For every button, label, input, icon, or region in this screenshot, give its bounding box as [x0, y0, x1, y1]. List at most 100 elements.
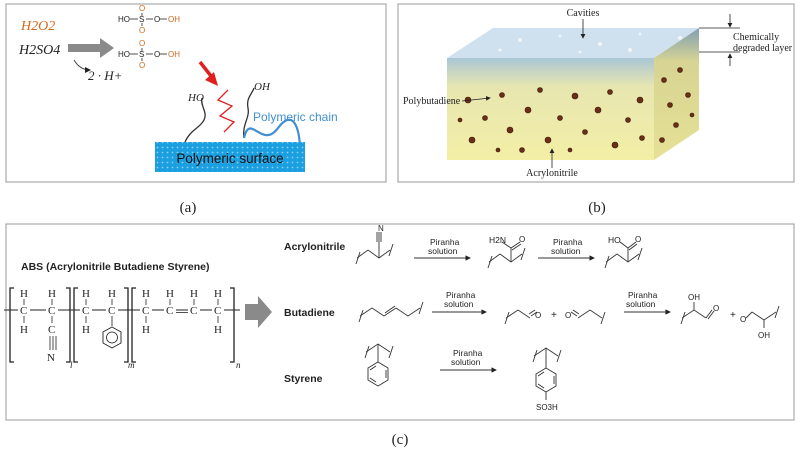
sty-arrow1-line2: solution [451, 357, 481, 367]
sulfonate-label: SO3H [536, 403, 558, 412]
buta-arrow2-line1: Piranha [628, 290, 658, 300]
svg-text:C: C [214, 305, 221, 317]
svg-text:O: O [535, 311, 541, 320]
acry-arrow2-line1: Piranha [553, 237, 583, 247]
sty-arrow1-line1: Piranha [453, 348, 483, 358]
acry-arrow1-line2: solution [428, 246, 458, 256]
svg-text:H: H [166, 288, 174, 300]
acid-ho-label: HO [608, 235, 621, 245]
svg-text:C: C [48, 324, 55, 336]
svg-text:m: m [128, 360, 135, 370]
svg-text:O: O [139, 39, 145, 48]
attack-arrow-head [205, 72, 218, 86]
row-acrylonitrile-label: Acrylonitrile [284, 241, 345, 253]
polybutadiene-pointer [461, 96, 491, 102]
buta-plus-2: + [730, 310, 736, 321]
panel-a: H2O2 H2SO4 2 · H+ HO S O O O OH HO S O O [5, 3, 387, 183]
caption-c: (c) [392, 432, 409, 448]
buta-arrow2-line2: solution [626, 299, 656, 309]
svg-text:OH: OH [168, 15, 180, 24]
byproduct-arrow [73, 59, 91, 73]
svg-text:H: H [190, 288, 198, 300]
svg-text:O: O [139, 26, 145, 35]
polymeric-chain-line [242, 118, 302, 146]
svg-text:C: C [48, 305, 55, 317]
svg-text:C: C [142, 305, 149, 317]
acrylonitrile-n-label: N [378, 224, 384, 233]
block-front [447, 58, 654, 160]
svg-text:OH: OH [168, 50, 180, 59]
polymeric-surface-label: Polymeric surface [176, 151, 283, 166]
svg-text:C: C [108, 305, 115, 317]
svg-text:C: C [82, 305, 89, 317]
svg-text:O: O [139, 4, 145, 13]
ho-label: HO [187, 92, 204, 104]
svg-text:l: l [70, 360, 73, 370]
persulfuric-molecule-1: HO S O O O OH [118, 4, 180, 35]
row-butadiene-label: Butadiene [284, 307, 335, 319]
oh-chain [243, 87, 255, 139]
cavities-label: Cavities [567, 8, 600, 19]
row-styrene-label: Styrene [284, 373, 323, 385]
block-top [447, 28, 699, 58]
h2o2-label: H2O2 [20, 19, 55, 34]
svg-text:O: O [713, 304, 719, 313]
panel-c: ABS (Acrylonitrile Butadiene Styrene) H … [4, 223, 795, 421]
top-cavities [498, 32, 682, 54]
svg-text:O: O [519, 235, 525, 244]
reaction-arrow [68, 38, 114, 58]
svg-text:S: S [139, 15, 144, 24]
svg-text:H: H [48, 288, 56, 300]
block-side [654, 28, 699, 160]
attack-arrow [198, 60, 213, 78]
svg-text:C: C [190, 305, 197, 317]
abs-structure: H H C C H C N l H H C C [4, 287, 241, 370]
svg-text:H: H [214, 288, 222, 300]
styrene-row [364, 343, 562, 400]
svg-text:H: H [20, 324, 28, 336]
caption-a: (a) [180, 200, 197, 216]
svg-text:HO: HO [118, 50, 130, 59]
svg-text:C: C [20, 305, 27, 317]
svg-text:O: O [740, 315, 746, 324]
svg-text:O: O [154, 15, 160, 24]
acry-arrow2-line2: solution [551, 246, 581, 256]
degraded-label-1: Chemically [733, 32, 779, 43]
abs-title: ABS (Acrylonitrile Butadiene Styrene) [21, 261, 209, 273]
svg-text:C: C [166, 305, 173, 317]
degraded-label-2: degraded layer [733, 43, 793, 54]
oh-label: OH [254, 81, 271, 93]
byproduct-label: 2 · H+ [88, 68, 122, 83]
ho-chain [184, 97, 206, 143]
acrylonitrile-row [355, 232, 643, 269]
buta-acid-oh-bottom: OH [758, 331, 770, 340]
buta-arrow1-line2: solution [444, 299, 474, 309]
panel-b: Cavities Chemically degraded layer Polyb… [397, 3, 795, 183]
abs-to-products-arrow [245, 296, 272, 328]
svg-text:H: H [142, 324, 150, 336]
broken-chain [216, 89, 236, 133]
polymeric-chain-label: Polymeric chain [253, 110, 338, 124]
persulfuric-molecule-2: HO S O O O OH [118, 39, 180, 70]
panel-c-frame [5, 223, 795, 421]
svg-text:H: H [82, 288, 90, 300]
acry-arrow1-line1: Piranha [430, 237, 460, 247]
polybutadiene-label: Polybutadiene [403, 96, 461, 107]
svg-text:N: N [47, 352, 55, 364]
svg-text:O: O [154, 50, 160, 59]
svg-text:H: H [108, 288, 116, 300]
svg-text:O: O [139, 61, 145, 70]
polymeric-surface [155, 142, 305, 172]
h2so4-label: H2SO4 [18, 43, 60, 58]
svg-text:S: S [139, 50, 144, 59]
butadiene-row [358, 301, 780, 328]
svg-text:O: O [565, 311, 571, 320]
svg-text:n: n [236, 360, 241, 370]
svg-text:H: H [214, 324, 222, 336]
buta-acid-oh-top: OH [688, 293, 700, 302]
buta-plus-1: + [551, 310, 557, 321]
svg-text:H: H [20, 288, 28, 300]
buta-arrow1-line1: Piranha [446, 290, 476, 300]
acrylonitrile-label: Acrylonitrile [526, 168, 578, 179]
amide-nh2-label: H2N [489, 235, 506, 245]
